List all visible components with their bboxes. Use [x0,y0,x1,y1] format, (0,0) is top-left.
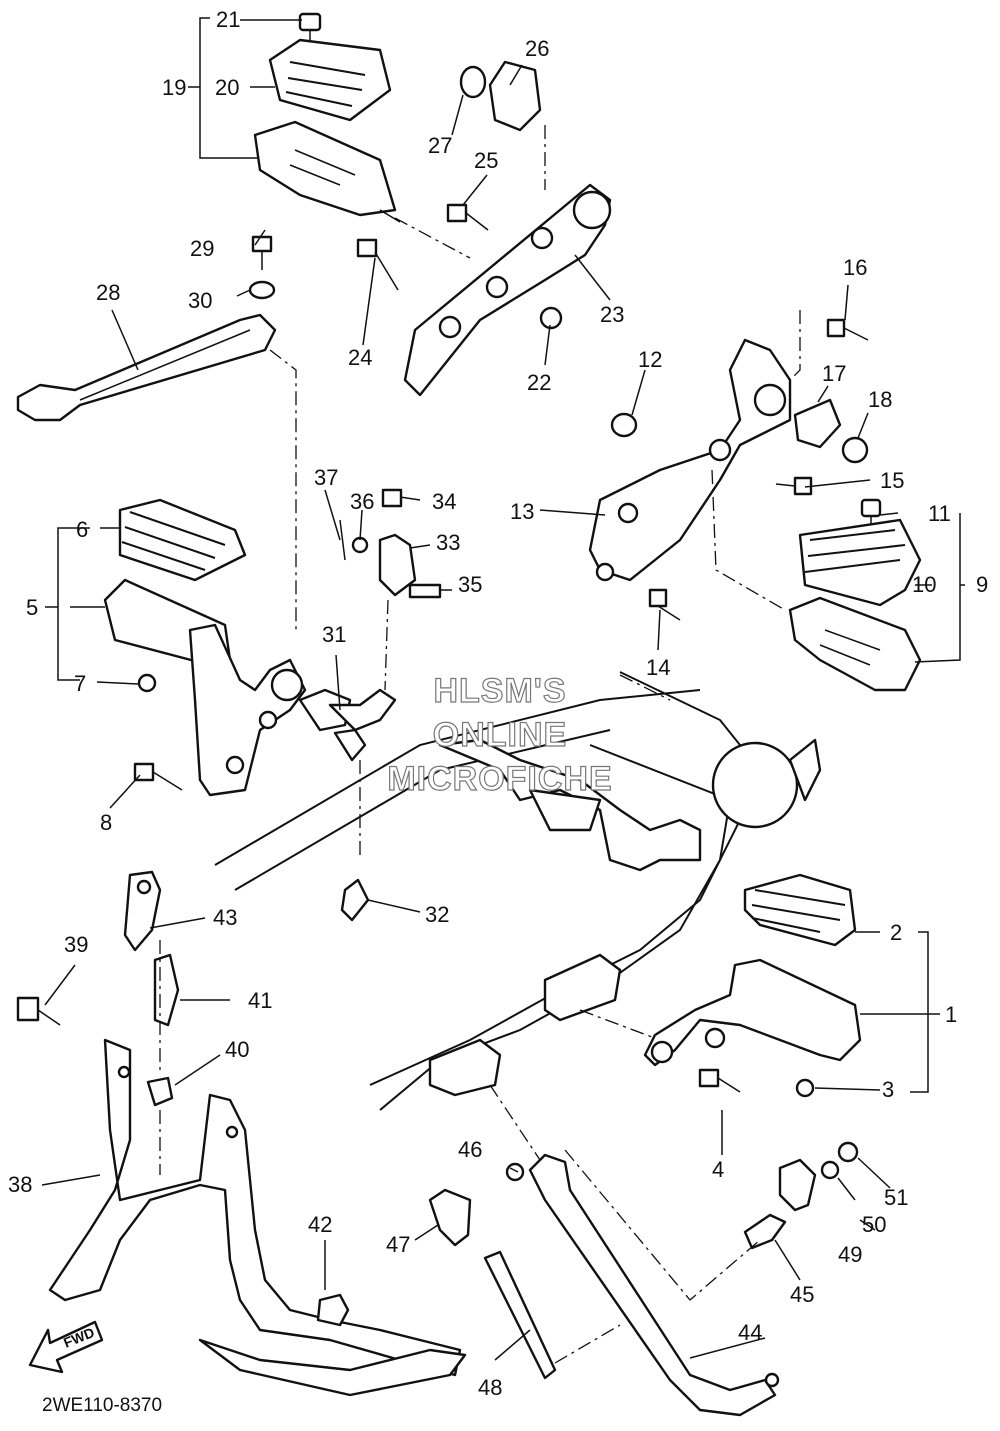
callout-33: 33 [436,530,460,555]
watermark-line2: ONLINE [433,716,567,754]
callout-45: 45 [790,1282,814,1307]
leader-lines [41,17,965,1361]
callout-2: 2 [890,920,902,945]
callout-4: 4 [712,1157,724,1182]
callout-36: 36 [350,489,374,514]
callout-31: 31 [322,622,346,647]
callout-3: 3 [882,1077,894,1102]
callout-labels: 1 2 3 4 5 6 7 8 9 10 11 12 13 14 15 16 1… [8,7,988,1400]
callout-9: 9 [976,572,988,597]
callout-49: 49 [838,1242,862,1267]
callout-17: 17 [822,361,846,386]
side-stand [428,1084,859,1417]
rear-footrest-bracket-right [588,310,869,621]
callout-21: 21 [216,7,240,32]
callout-10: 10 [912,572,936,597]
frame [214,671,822,1111]
front-footrest-left [103,498,307,797]
callout-6: 6 [76,517,88,542]
callout-43: 43 [213,905,237,930]
callout-28: 28 [96,280,120,305]
callout-13: 13 [510,499,534,524]
watermark-line1: HLSM'S [433,672,566,710]
diagram-code: 2WE110-8370 [42,1395,162,1416]
watermark-line3: MICROFICHE [387,760,612,798]
callout-38: 38 [8,1172,32,1197]
callout-15: 15 [880,468,904,493]
callout-25: 25 [474,148,498,173]
rear-footrest-assembly-left [253,12,401,223]
callout-7: 7 [74,671,86,696]
front-footrest-right [643,873,862,1098]
callout-24: 24 [348,345,372,370]
callout-40: 40 [225,1037,249,1062]
callout-35: 35 [458,572,482,597]
callout-32: 32 [425,902,449,927]
callout-30: 30 [188,288,212,313]
main-stand [16,870,467,1397]
callout-18: 18 [868,387,892,412]
shift-pedal [16,235,297,630]
callout-41: 41 [248,988,272,1013]
rear-footrest-right [788,498,922,692]
callout-12: 12 [638,347,662,372]
callout-14: 14 [646,655,670,680]
callout-34: 34 [432,489,456,514]
callout-37: 37 [314,465,338,490]
callout-1: 1 [945,1002,957,1027]
shift-linkage [298,488,442,922]
callout-48: 48 [478,1375,502,1400]
callout-44: 44 [738,1320,762,1345]
callout-50: 50 [862,1212,886,1237]
callout-22: 22 [527,370,551,395]
callout-8: 8 [100,810,112,835]
callout-19: 19 [162,75,186,100]
callout-51: 51 [884,1185,908,1210]
callout-16: 16 [843,255,867,280]
callout-23: 23 [600,302,624,327]
callout-46: 46 [458,1137,482,1162]
callout-20: 20 [215,75,239,100]
fwd-arrow: FWD [28,1320,104,1374]
callout-29: 29 [190,236,214,261]
callout-5: 5 [26,595,38,620]
callout-27: 27 [428,133,452,158]
callout-26: 26 [525,36,549,61]
callout-39: 39 [64,932,88,957]
callout-42: 42 [308,1212,332,1237]
callout-47: 47 [386,1232,410,1257]
watermark: HLSM'S ONLINE MICROFICHE [387,671,613,798]
callout-11: 11 [928,501,951,526]
rear-footrest-bracket-left [356,60,612,397]
